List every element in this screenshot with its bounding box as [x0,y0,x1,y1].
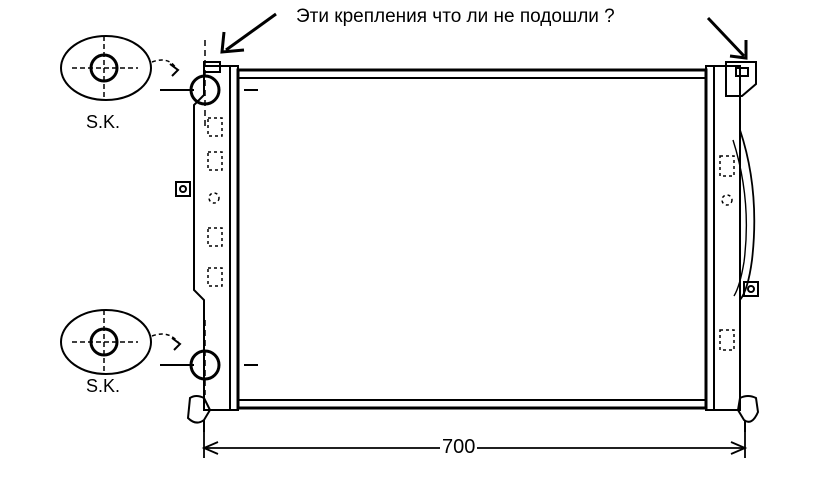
width-dimension-value: 700 [440,436,478,459]
left-tank [175,65,239,432]
radiator-core [236,68,708,410]
bottom-callout-bubble [60,309,182,375]
annotation-arrow-left [220,12,277,54]
bottom-left-mount [160,320,258,395]
annotation-arrow-right [706,16,748,60]
top-left-mount [160,40,258,130]
top-callout-label: S.K. [86,112,121,132]
right-tank [705,61,760,432]
bottom-callout-label: S.K. [86,376,121,396]
top-callout-bubble [60,35,180,101]
annotation-text: Эти крепления что ли не подошли ? [296,6,615,27]
